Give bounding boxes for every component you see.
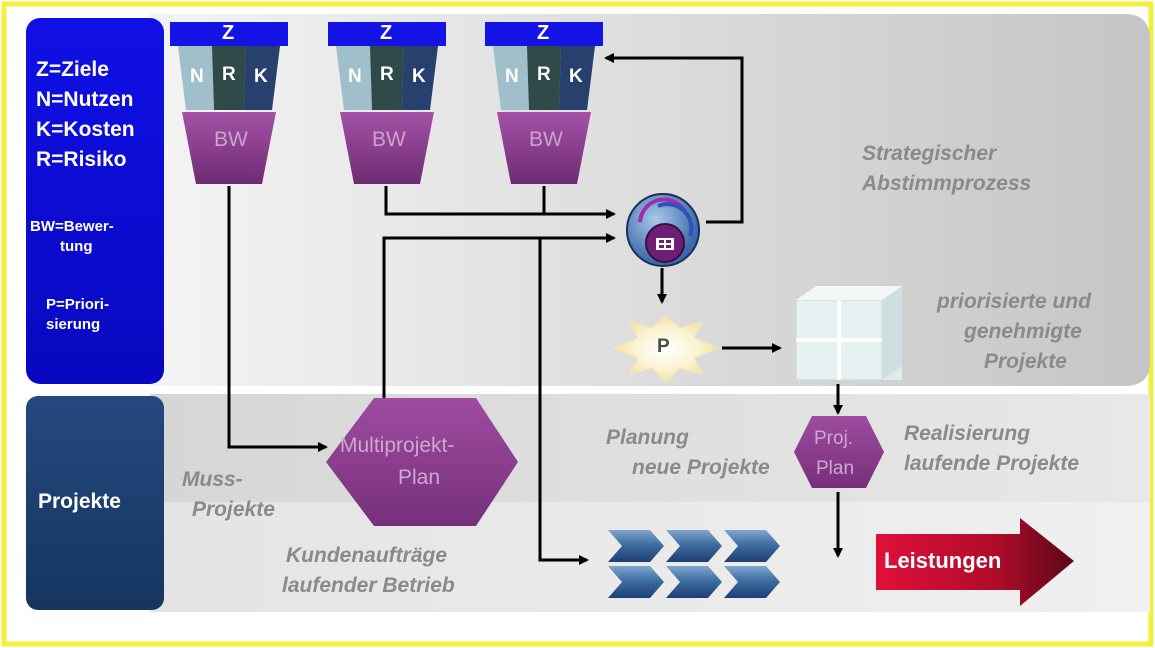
funnel-2-k: K xyxy=(412,66,426,87)
legend-panel xyxy=(26,18,164,384)
funnel-1-r: R xyxy=(222,64,236,85)
multiprojekt-line2: Plan xyxy=(398,466,441,489)
planung-line1: Planung xyxy=(606,426,689,449)
prioritized-line1: priorisierte und xyxy=(937,290,1092,313)
priorisierung-burst xyxy=(612,315,720,383)
legend-p-line1: P=Priori- xyxy=(46,296,109,313)
projekte-panel xyxy=(26,396,164,610)
funnel-1 xyxy=(170,22,288,184)
funnel-3 xyxy=(485,22,603,184)
multiprojekt-line1: Multiprojekt- xyxy=(340,434,455,457)
funnel-2-bw: BW xyxy=(372,128,406,151)
multiprojekt-plan-hex xyxy=(326,398,518,526)
strategic-line2: Abstimmprozess xyxy=(862,172,1032,195)
strategic-line1: Strategischer xyxy=(862,142,997,165)
kunden-line1: Kundenaufträge xyxy=(286,544,448,567)
planung-line2: neue Projekte xyxy=(632,456,770,479)
funnel-1-bw: BW xyxy=(214,128,248,151)
legend-p-line2: sierung xyxy=(46,316,101,333)
legend-bw-line2: tung xyxy=(60,238,93,255)
funnel-2-r: R xyxy=(380,64,394,85)
project-cube xyxy=(795,286,902,381)
realisierung-line2: laufende Projekte xyxy=(904,452,1080,475)
funnel-1-n: N xyxy=(190,66,204,87)
kunden-line2: laufender Betrieb xyxy=(282,574,455,597)
legend-kosten: K=Kosten xyxy=(36,118,135,141)
task-chevrons xyxy=(608,530,780,598)
projplan-line2: Plan xyxy=(816,458,855,479)
funnel-2-n: N xyxy=(348,66,362,87)
leistungen-arrow xyxy=(876,518,1074,606)
legend-bw-line1: BW=Bewer- xyxy=(30,218,114,235)
legend-risiko: R=Risiko xyxy=(36,148,127,171)
funnel-3-k: K xyxy=(569,66,583,87)
prioritized-line2: genehmigte xyxy=(964,320,1082,343)
funnel-1-k: K xyxy=(254,66,268,87)
muss-line1: Muss- xyxy=(182,468,243,491)
projekte-label: Projekte xyxy=(38,490,121,513)
funnel-2 xyxy=(328,22,446,184)
leistungen-label: Leistungen xyxy=(884,548,1002,573)
proj-plan-hex xyxy=(794,416,884,488)
prioritized-line3: Projekte xyxy=(984,350,1067,373)
realisierung-line1: Realisierung xyxy=(904,422,1031,445)
funnel-3-z: Z xyxy=(537,22,550,44)
p-label: P xyxy=(657,336,670,357)
funnel-1-z: Z xyxy=(222,22,235,44)
legend-ziele: Z=Ziele xyxy=(36,58,109,81)
funnel-3-r: R xyxy=(537,64,551,85)
legend-nutzen: N=Nutzen xyxy=(36,88,134,111)
projplan-line1: Proj. xyxy=(814,428,854,449)
prioritization-icon xyxy=(626,193,700,267)
muss-line2: Projekte xyxy=(192,498,275,521)
funnel-3-n: N xyxy=(505,66,519,87)
funnel-3-bw: BW xyxy=(529,128,563,151)
funnel-2-z: Z xyxy=(380,22,393,44)
